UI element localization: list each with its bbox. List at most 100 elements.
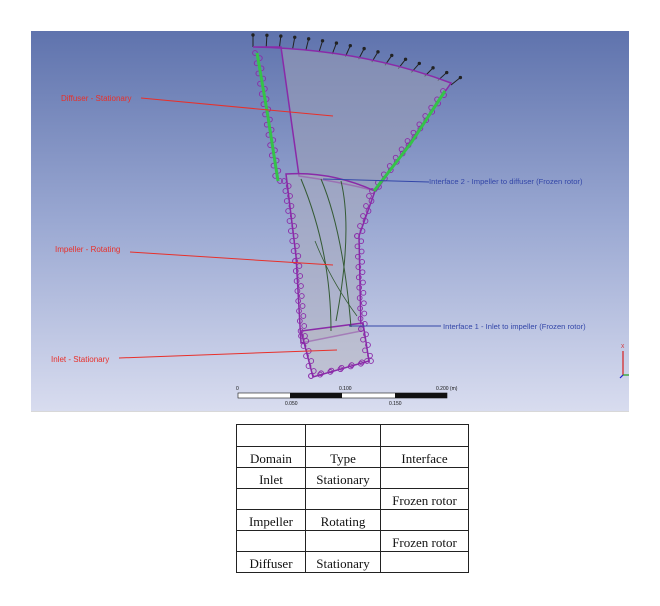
boundary-marker	[361, 300, 367, 307]
table-row: Frozen rotor	[236, 488, 469, 510]
periodic-boundary-left	[255, 52, 280, 182]
boundary-marker	[363, 203, 369, 209]
boundary-marker	[300, 313, 307, 319]
interface2-label: Interface 2 - Impeller to diffuser (Froz…	[429, 177, 583, 186]
outlet-arrow	[318, 40, 324, 53]
boundary-marker	[296, 263, 303, 269]
boundary-marker	[303, 338, 310, 344]
boundary-marker	[364, 358, 370, 364]
boundary-marker	[367, 352, 373, 359]
boundary-marker	[328, 367, 335, 374]
outlet-arrow-head	[390, 53, 394, 58]
boundary-marker	[283, 198, 290, 204]
figure-separator	[31, 411, 629, 412]
boundary-marker	[358, 326, 364, 332]
table-cell: Type	[305, 446, 381, 468]
boundary-marker	[360, 279, 366, 286]
outlet-arrow	[292, 37, 296, 50]
inlet-label: Inlet - Stationary	[51, 355, 109, 364]
table-cell	[236, 488, 306, 510]
outlet-arrow-head	[445, 70, 449, 75]
table-cell: Stationary	[305, 467, 381, 489]
cfd-viewport[interactable]: Diffuser - Stationary Impeller - Rotatin…	[31, 31, 629, 411]
axis-label-x: X	[621, 344, 625, 350]
boundary-marker	[285, 208, 291, 214]
boundary-marker	[360, 213, 366, 219]
boundary-marker	[293, 278, 300, 284]
scale-label-200: 0.200 (m)	[436, 386, 458, 392]
impeller-callout-line	[129, 251, 334, 266]
boundary-marker	[289, 213, 296, 219]
boundary-marker	[298, 333, 304, 339]
boundary-marker	[286, 218, 293, 224]
boundary-marker	[357, 223, 363, 229]
blade-line	[300, 178, 332, 332]
outlet-arrow	[278, 36, 282, 49]
scale-label-150: 0.150	[389, 401, 402, 407]
boundary-marker	[301, 323, 308, 329]
diffuser-domain	[252, 46, 453, 192]
boundary-marker	[302, 333, 308, 339]
scale-label-050: 0.050	[285, 401, 298, 407]
boundary-marker	[337, 366, 344, 373]
boundary-marker	[357, 315, 364, 322]
boundary-marker	[360, 336, 366, 343]
boundary-marker	[359, 228, 366, 234]
boundary-marker	[308, 358, 315, 364]
outlet-arrow-head	[293, 35, 297, 39]
scale-bar: 0 0.100 0.200 (m) 0.050 0.150	[236, 386, 458, 407]
outlet-arrow-head	[320, 39, 325, 43]
boundary-marker	[355, 274, 362, 281]
outlet-arrow-head	[362, 46, 366, 51]
boundary-marker	[291, 223, 298, 229]
boundary-marker	[359, 359, 365, 366]
table-cell	[305, 530, 381, 552]
outlet-arrow	[305, 38, 310, 51]
table-cell: Frozen rotor	[380, 488, 469, 510]
boundary-marker	[358, 238, 365, 245]
boundary-marker	[310, 368, 317, 374]
blade-line	[320, 178, 352, 328]
boundary-marker	[292, 268, 299, 274]
boundary-marker	[361, 310, 368, 317]
interface1-label: Interface 1 - Inlet to impeller (Frozen …	[443, 322, 586, 331]
table-cell: Inlet	[236, 467, 306, 489]
blade-line	[335, 180, 347, 322]
boundary-marker	[303, 353, 309, 359]
scale-label-0: 0	[236, 386, 239, 392]
outlet-arrows	[251, 33, 463, 86]
boundary-marker	[287, 193, 293, 199]
table-cell	[380, 467, 469, 489]
boundary-marker	[289, 238, 296, 244]
boundary-marker	[288, 228, 294, 234]
boundary-marker	[294, 243, 300, 249]
boundary-marker	[294, 288, 301, 294]
boundary-marker	[327, 369, 334, 375]
outlet-arrow	[265, 35, 268, 48]
boundary-marker	[355, 253, 361, 260]
outlet-arrow-head	[376, 50, 380, 54]
boundary-marker	[357, 305, 363, 312]
table-cell: Diffuser	[236, 551, 306, 573]
periodic-boundary-right	[372, 90, 447, 192]
table-cell	[380, 424, 469, 447]
table-cell: Interface	[380, 446, 469, 468]
outlet-arrow-head	[279, 34, 283, 38]
boundary-marker	[356, 295, 363, 301]
outlet-arrow	[450, 77, 461, 86]
outlet-arrow-head	[348, 43, 352, 48]
table-cell: Frozen rotor	[380, 530, 469, 552]
boundary-marker	[338, 364, 345, 371]
outlet-arrow-head	[431, 66, 435, 70]
outlet-arrow-head	[251, 33, 255, 37]
boundary-marker	[299, 303, 306, 309]
boundary-marker	[317, 371, 323, 378]
diffuser-callout-line	[140, 97, 334, 117]
boundary-marker	[362, 218, 369, 224]
boundary-marker	[298, 293, 305, 299]
boundary-marker	[318, 370, 325, 377]
